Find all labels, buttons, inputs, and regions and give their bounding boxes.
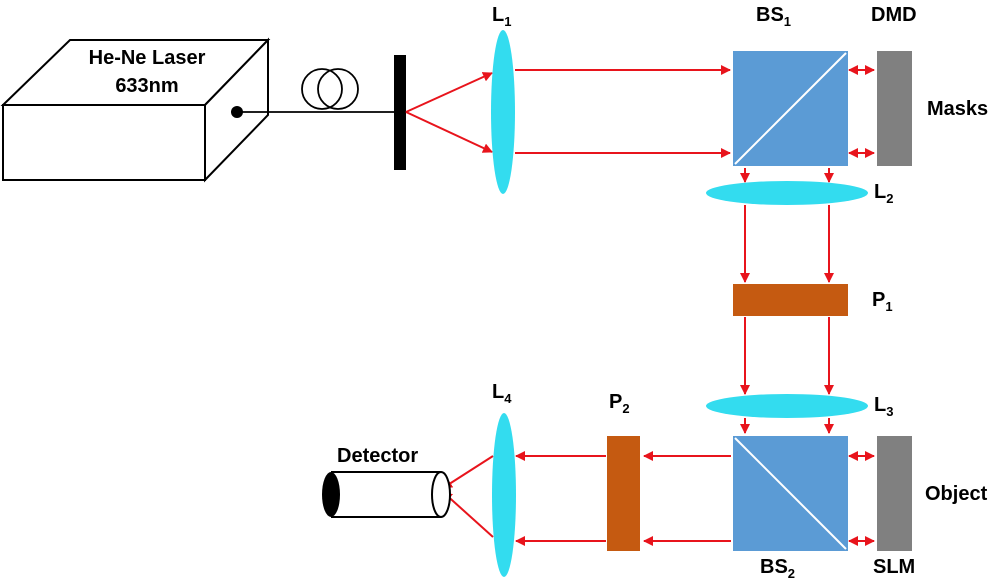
polarizer-p1 <box>733 284 848 316</box>
fiber-output-plate <box>394 55 406 170</box>
polarizer-p1-label: P1 <box>872 289 893 314</box>
laser-source: He-Ne Laser 633nm <box>0 37 271 183</box>
lens-l1 <box>491 30 515 194</box>
beam-diverge-lower <box>405 111 493 153</box>
detector-front-face <box>431 471 451 518</box>
beam-l4-to-detector-lower <box>442 491 494 538</box>
slm-panel <box>877 436 912 551</box>
masks-label: Masks <box>927 98 988 120</box>
lens-l4-label: L4 <box>492 381 512 406</box>
bs1-diagonal <box>734 52 847 165</box>
beam-splitter-bs1 <box>733 51 848 166</box>
polarizer-p2-label: P2 <box>609 391 630 416</box>
fiber-coil-loop-left <box>301 68 343 110</box>
fiber-coil-loop-right <box>317 68 359 110</box>
laser-box-front <box>2 104 206 181</box>
beam-splitter-bs2 <box>733 436 848 551</box>
bs2-label: BS2 <box>760 556 795 580</box>
dmd-panel <box>877 51 912 166</box>
laser-label-line2: 633nm <box>115 75 178 97</box>
slm-label: SLM <box>873 556 915 578</box>
bs2-diagonal <box>734 437 847 550</box>
lens-l4 <box>492 413 516 577</box>
lens-l3-label: L3 <box>874 394 893 419</box>
detector-label: Detector <box>337 445 418 467</box>
laser-beams <box>405 65 875 546</box>
lens-l3 <box>706 394 868 418</box>
object-label: Object <box>925 483 988 505</box>
bs1-label: BS1 <box>756 4 791 29</box>
lens-l1-label: L1 <box>492 4 511 29</box>
lens-l2-label: L2 <box>874 181 893 206</box>
lens-l2 <box>706 181 868 205</box>
detector-back-face <box>322 472 340 517</box>
dmd-label: DMD <box>871 4 917 26</box>
beam-diverge-upper <box>405 72 493 113</box>
beam-l4-to-detector-upper <box>442 455 494 489</box>
detector-body <box>331 472 441 517</box>
optical-fiber <box>237 68 395 113</box>
laser-label-line1: He-Ne Laser <box>89 47 206 69</box>
detector <box>322 471 451 518</box>
polarizer-p2 <box>607 436 640 551</box>
